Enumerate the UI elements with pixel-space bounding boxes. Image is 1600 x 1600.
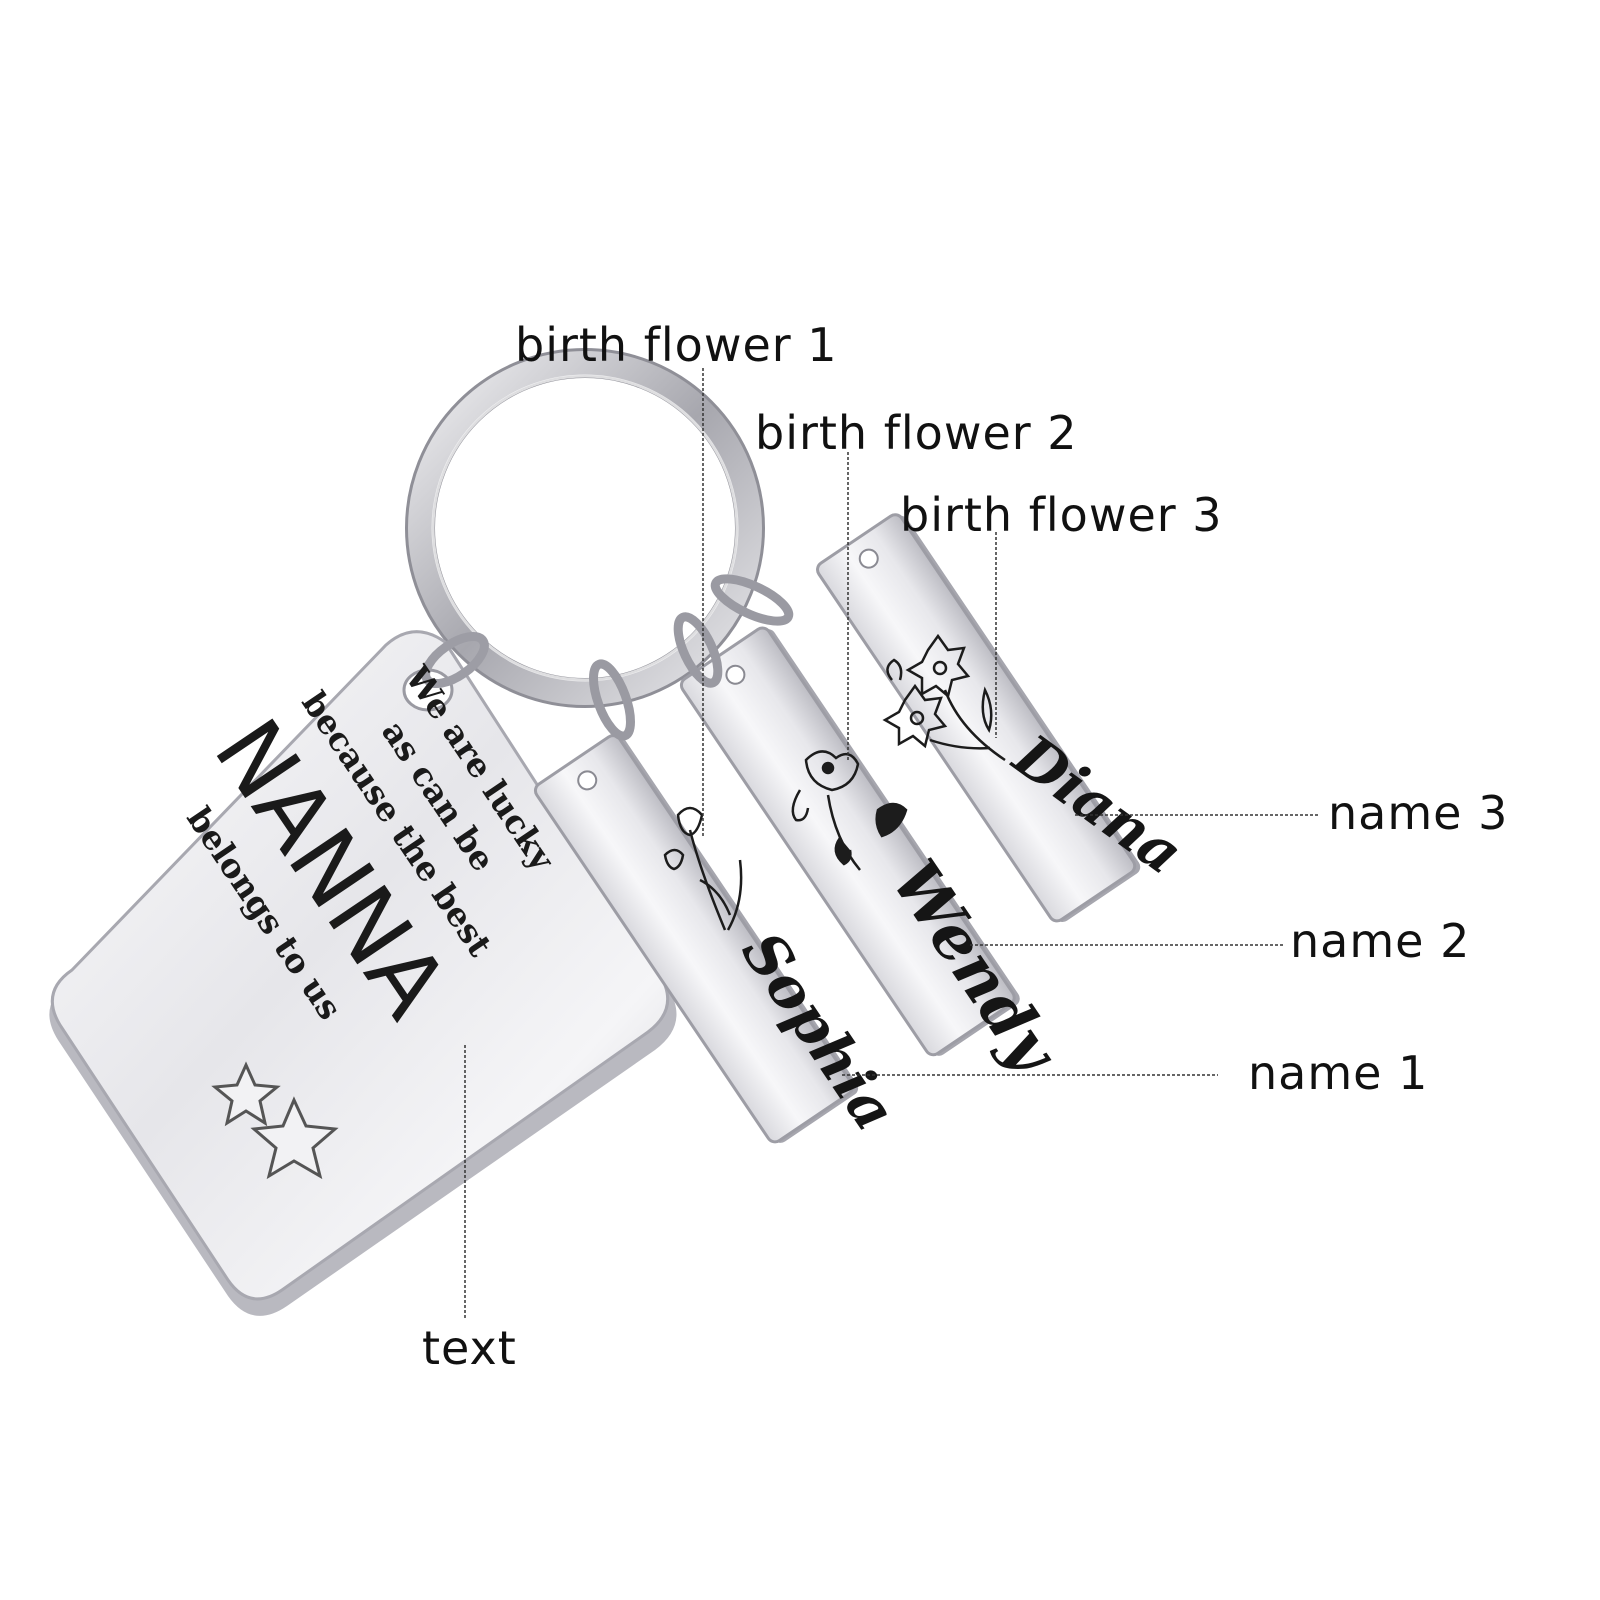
flower-2-icon: [791, 750, 908, 871]
bar-1: [533, 734, 859, 1144]
callout-birth-flower-3: birth flower 3: [900, 488, 1223, 542]
bar-jump-rings: [589, 574, 794, 741]
flower-3-icon: [882, 633, 1006, 762]
callout-name-1: name 1: [1248, 1046, 1429, 1100]
star-large-icon: [250, 1096, 339, 1180]
callout-text: text: [422, 1321, 517, 1375]
callout-birth-flower-2: birth flower 2: [755, 406, 1078, 460]
bar-2: [679, 626, 1020, 1057]
callout-name-3: name 3: [1328, 786, 1509, 840]
leader-lines: [464, 368, 1320, 1320]
callout-birth-flower-1: birth flower 1: [515, 318, 838, 372]
bar-3: [816, 513, 1141, 923]
flower-1-icon: [663, 806, 743, 931]
star-small-icon: [211, 1061, 281, 1127]
callout-name-2: name 2: [1290, 914, 1471, 968]
main-tag: [49, 630, 677, 1316]
split-ring: [405, 348, 765, 708]
